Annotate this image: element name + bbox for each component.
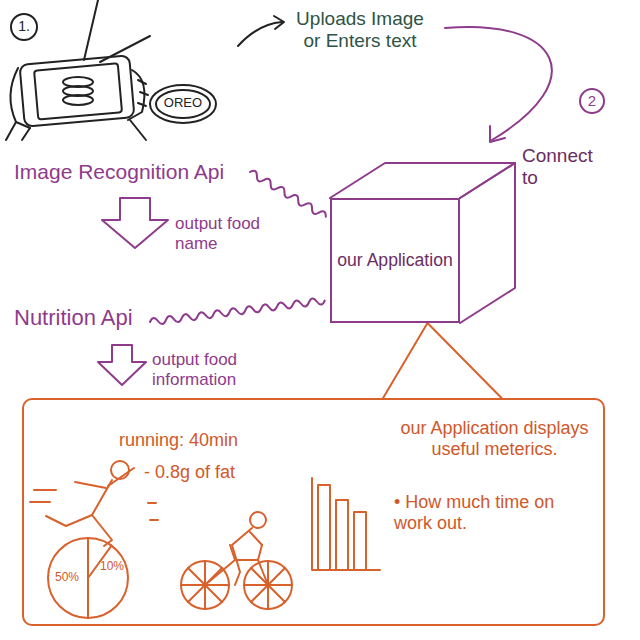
output-note: output food information	[152, 350, 282, 389]
application-cube: our Application	[330, 198, 460, 323]
api-name: Nutrition Api	[14, 305, 146, 330]
callout-circle	[11, 14, 37, 40]
api-name: Image Recognition Api	[14, 160, 244, 184]
pie-label: 50%	[50, 571, 84, 585]
callout-number: 2	[584, 92, 600, 109]
api-coil	[150, 297, 326, 325]
right-hand	[128, 70, 144, 120]
left-arm	[6, 122, 16, 140]
description-text: our Application displays useful meterics…	[392, 418, 597, 459]
oreo-cookie-inner	[156, 90, 210, 118]
runner-head	[111, 461, 129, 479]
output-note: output food name	[175, 214, 295, 253]
cookie-brand: OREO	[158, 96, 208, 111]
runner-leg	[46, 515, 92, 526]
fingers	[138, 80, 148, 106]
connect-arrow-head	[490, 126, 505, 142]
runner-arm	[75, 482, 106, 488]
bullet-text: • How much time on work out.	[394, 492, 594, 533]
output-arrow	[98, 345, 146, 385]
callout-circle	[580, 89, 604, 113]
cookie-on-screen	[63, 95, 93, 105]
output-arrow	[102, 198, 168, 248]
connect-arrow	[445, 27, 552, 140]
cyclist-body	[232, 528, 262, 585]
metrics-callout: running: 40min - 0.8g of fat our Applicati…	[22, 398, 605, 626]
bar	[336, 500, 348, 570]
right-arm	[130, 120, 146, 140]
left-arm	[22, 128, 30, 140]
pie-chart	[48, 538, 128, 618]
oreo-cookie	[150, 85, 216, 123]
runner-arm	[108, 468, 134, 486]
phone-screen	[34, 63, 122, 119]
phone-body	[20, 55, 135, 126]
list-dashes	[148, 503, 158, 520]
callout-number: 1.	[13, 18, 35, 34]
bar-chart-axis	[312, 478, 380, 570]
callout-tail	[383, 323, 503, 399]
bar	[318, 485, 330, 570]
step-note: Uploads Image or Enters text	[290, 8, 430, 52]
bar	[354, 512, 366, 570]
pie-label: 10%	[98, 560, 126, 574]
metric-text: - 0.8g of fat	[144, 462, 294, 483]
cube-side	[460, 163, 515, 323]
metric-text: running: 40min	[119, 430, 289, 451]
api-coil	[248, 169, 327, 220]
upload-arrow-head	[274, 16, 284, 29]
camera-ray	[84, 0, 98, 60]
motion-lines	[30, 490, 56, 502]
connect-note: Connect to	[522, 145, 602, 189]
upload-arrow	[238, 22, 282, 46]
node-title: our Application	[333, 246, 456, 274]
left-hand	[10, 68, 30, 128]
cyclist-head	[250, 512, 266, 528]
